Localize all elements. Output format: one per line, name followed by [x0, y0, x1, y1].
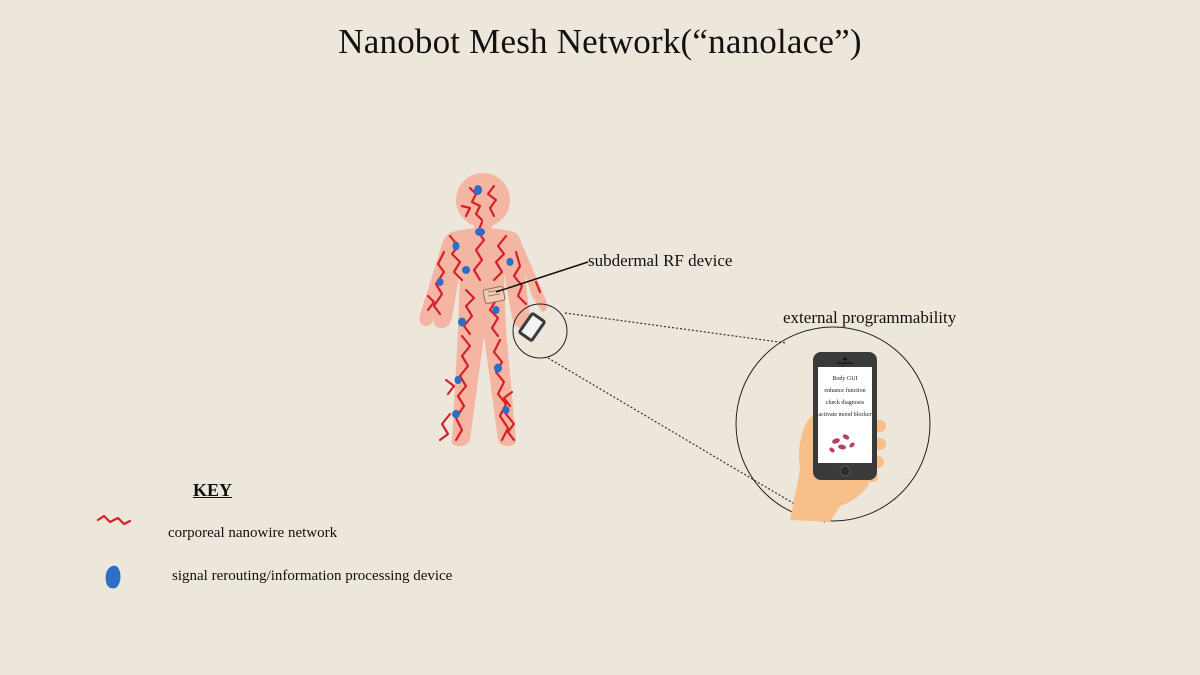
blue-node-icon: [105, 565, 121, 589]
human-body: [419, 173, 548, 446]
red-nanowire-icon: [96, 514, 132, 526]
subdermal-pointer-line: [495, 261, 589, 293]
small-phone-circle: [512, 303, 568, 359]
key-title: KEY: [193, 480, 233, 500]
large-zoom-circle: [735, 326, 931, 522]
small-phone-icon: [518, 312, 546, 342]
key-item-node-label: signal rerouting/information processing …: [172, 568, 453, 584]
processing-nodes: [436, 185, 514, 418]
screen-item-check-diagnosis[interactable]: check diagnosis: [826, 400, 865, 406]
screen-item-body-gui[interactable]: Body GUI: [832, 376, 857, 382]
external-programmability-label: external programmability: [783, 308, 957, 327]
subdermal-rf-device-label: subdermal RF device: [588, 251, 733, 270]
screen-item-activate-mood-blocker[interactable]: activate mood blocker: [818, 412, 871, 418]
zoom-line-bottom: [547, 357, 826, 523]
key-item-nanowire-label: corporeal nanowire network: [168, 525, 338, 541]
diagram-title: Nanobot Mesh Network(“nanolace”): [338, 22, 862, 61]
phone-screen-menu: Body GUI enhance function check diagnosi…: [818, 376, 871, 418]
screen-item-enhance-function[interactable]: enhance function: [824, 387, 865, 394]
zoom-line-top: [564, 312, 787, 344]
blood-cells-icon: [829, 434, 855, 453]
